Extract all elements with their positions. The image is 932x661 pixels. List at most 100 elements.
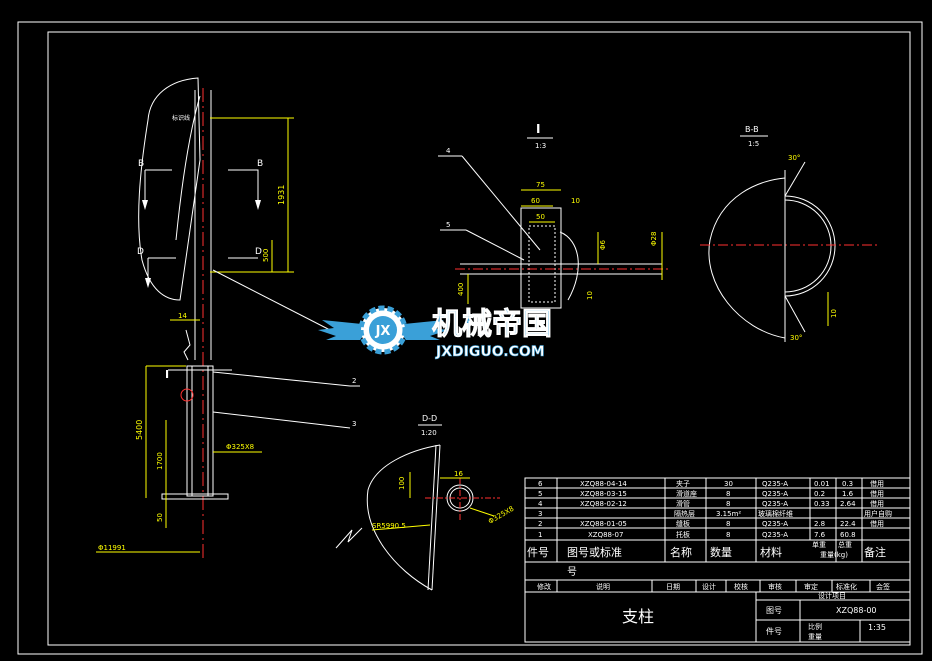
bom-row-2-note: 借用 [870, 519, 884, 528]
bom-header-no: 件号 [527, 546, 549, 559]
sign-modify: 修改 [537, 582, 551, 591]
section-b-angle-top [784, 161, 806, 197]
bom-row-3-no: 3 [538, 510, 542, 518]
leader-5-slant [465, 229, 525, 261]
bom-row-4-name: 滑管 [676, 499, 690, 508]
detail-i-view: I 1:3 75 60 10 50 Φ6 Φ28 400 10 4 5 [438, 122, 670, 309]
section-d-dim-16-text: 16 [454, 470, 463, 478]
bom-header-code-cont: 号 [567, 566, 577, 578]
section-d-outline [366, 444, 441, 591]
detail-i-circle [180, 388, 194, 402]
bom-row-1-code: XZQ88-07 [588, 531, 623, 539]
sign-note: 说明 [596, 582, 610, 591]
bom-weight-label: 重量(kg) [820, 551, 848, 559]
section-b-right-label: B [257, 159, 263, 169]
dim-50-text: 50 [156, 513, 164, 522]
wing-right-icon [394, 320, 448, 340]
bom-row-3-name: 隔热层 [674, 509, 695, 518]
part-label: 件号 [766, 626, 782, 636]
leader-main-to-detail [212, 269, 331, 331]
balloon-4: 4 [446, 147, 451, 155]
section-b-angle-bottom [784, 295, 806, 333]
outer-frame [17, 21, 923, 655]
bom-header-material: 材料 [760, 545, 782, 559]
watermark-en: JXDIGUO.COM [435, 344, 545, 360]
dim-10-top-text: 10 [571, 197, 580, 205]
watermark-cn: 机械帝国 [432, 307, 552, 342]
gear-inner-icon [369, 316, 397, 344]
design-item-label: 设计项目 [818, 591, 846, 600]
bom-row-2-total: 22.4 [840, 520, 856, 528]
bom-row-2-qty: 8 [726, 520, 730, 528]
tag-outline [138, 77, 201, 301]
title-block-frame [524, 561, 911, 643]
section-d-dim-100-text: 100 [398, 477, 406, 490]
base-plate [161, 493, 229, 500]
sign-approve: 审定 [804, 582, 818, 591]
section-d-scale: 1:20 [421, 429, 437, 437]
section-d-left-label: D [137, 247, 144, 257]
bom-row-6-qty: 30 [724, 480, 733, 488]
dim-400-text: 400 [457, 283, 465, 296]
dim-50-text-d: 50 [536, 213, 545, 221]
main-view: 标识线 B B D D 1931 500 14 [96, 77, 360, 560]
section-b-pipe-outer [784, 195, 836, 297]
section-b-pipe-inner [784, 199, 832, 293]
dim-500-text: 500 [262, 249, 270, 262]
dim-14-text: 14 [178, 312, 187, 320]
bom-row-6-unit: 0.01 [814, 480, 830, 488]
section-b-scale: 1:5 [748, 140, 759, 148]
bom-row-5-code: XZQ88-03-15 [580, 490, 627, 498]
bom-row-5-total: 1.6 [842, 490, 854, 498]
bom-row-5-unit: 0.2 [814, 490, 825, 498]
detail-i-title: I [536, 122, 540, 136]
bom-weight-single: 单重 [812, 540, 826, 549]
pole-zigzag [183, 329, 191, 361]
bom-row-5-no: 5 [538, 490, 542, 498]
section-d-phi-text: Φ325X8 [487, 505, 515, 526]
scale-label: 比例 [808, 622, 822, 631]
bom-row-1-total: 60.8 [840, 531, 856, 539]
section-b-right-tick [228, 169, 259, 200]
leader-2 [212, 371, 351, 387]
section-b-dim-10-text: 10 [830, 309, 838, 318]
bom-row-3-qty: 3.15m² [716, 510, 741, 518]
drawing-title: 支柱 [622, 607, 654, 626]
bom-row-6-no: 6 [538, 480, 543, 488]
bom-rows: 6 XZQ88-04-14 夹子 30 Q235-A 0.01 0.3 借用 5… [538, 479, 892, 539]
bom-row-6-code: XZQ88-04-14 [580, 480, 627, 488]
sign-check: 校核 [734, 582, 748, 591]
bom-header-note: 备注 [864, 545, 886, 559]
detail-i-scale: 1:3 [535, 142, 546, 150]
section-d-view: D-D 1:20 100 16 Φ325X8 SR5990.5 [335, 414, 515, 591]
drawing-no: XZQ88-00 [836, 606, 877, 615]
dim-phi6-text: Φ6 [599, 239, 607, 250]
leader-3 [212, 411, 351, 429]
sign-design: 设计 [702, 582, 716, 591]
inner-frame [47, 31, 911, 646]
bom-row-4-note: 借用 [870, 499, 884, 508]
section-b-title: B-B [745, 125, 759, 134]
section-b-angle-top-text: 30° [788, 154, 800, 162]
bom-row-1-name: 托板 [676, 530, 690, 539]
section-b-right-head [255, 200, 261, 210]
pole-tube [186, 365, 214, 497]
section-d-right-label: D [255, 247, 262, 257]
bom-header-code: 图号或标准 [567, 545, 622, 559]
section-d-sr-text: SR5990.5 [372, 522, 406, 530]
bom-weight-total: 总重 [838, 540, 852, 549]
section-b-left-head [142, 200, 148, 210]
bom-row-1-material: Q235-A [762, 531, 788, 539]
tag-note: 标识线 [172, 114, 190, 122]
section-d-break [335, 527, 363, 549]
dim-5400-text: 5400 [135, 420, 144, 440]
tag-inner [175, 95, 201, 241]
bom-row-5-material: Q235-A [762, 490, 788, 498]
title-block: 号 修改 说明 日期 设计 校核 审核 审定 标准化 会签 支柱 设计项目 图号… [524, 561, 911, 643]
bom-row-2-no: 2 [538, 520, 542, 528]
dim-phi325-text: Φ325X8 [226, 443, 254, 451]
weight-label: 重量 [808, 633, 822, 641]
bom-row-1-qty: 8 [726, 531, 730, 539]
leader-4-slant [461, 155, 541, 251]
